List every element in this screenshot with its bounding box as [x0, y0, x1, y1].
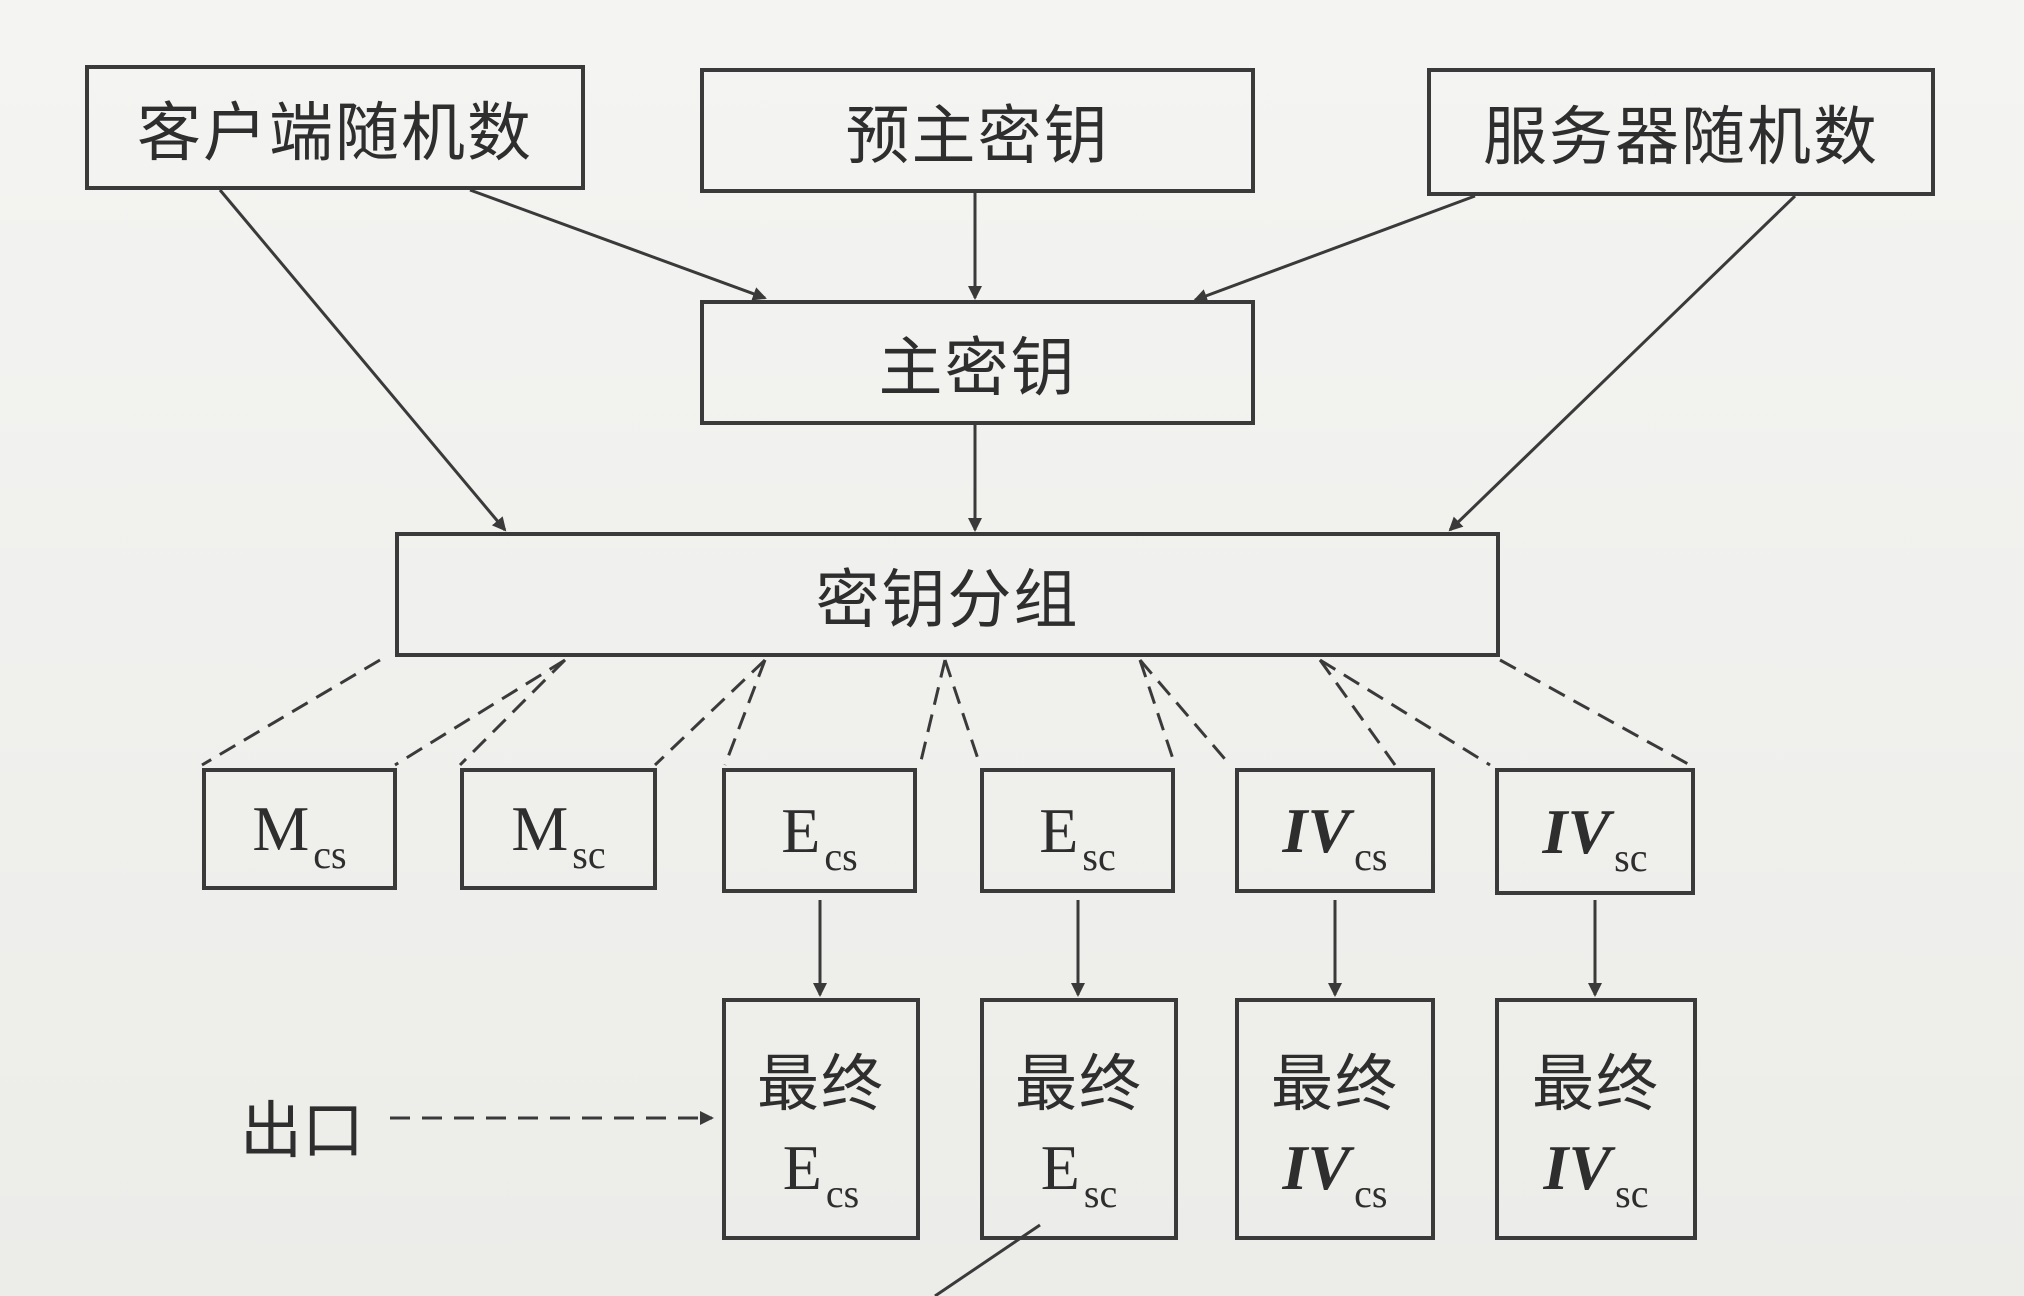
pre-master-key-label: 预主密钥 [845, 99, 1110, 174]
final-esc-label: 最终 [1014, 1047, 1143, 1120]
server-random-box: 服务器随机数 [1427, 68, 1935, 196]
server-random-label: 服务器随机数 [1483, 101, 1879, 175]
key-esc-main: E [1039, 794, 1079, 866]
key-block-label: 密钥分组 [815, 563, 1080, 638]
final-ivsc-label: 最终 [1531, 1047, 1660, 1120]
final-ivcs-sub: cs [1354, 1171, 1388, 1216]
final-ecs-sub: cs [825, 1171, 860, 1216]
final-ecs-label: 最终 [756, 1047, 885, 1120]
arrow-server-to-keyblock [1448, 194, 1797, 532]
key-mcs-sub: cs [313, 832, 347, 877]
key-ivcs-main: IV [1282, 794, 1351, 866]
final-esc-main: E [1040, 1132, 1080, 1203]
final-esc-sub: sc [1083, 1171, 1118, 1216]
key-mcs-main: M [252, 793, 310, 864]
key-block-box: 密钥分组 [395, 532, 1500, 657]
arrow-server-to-master [1193, 194, 1476, 303]
key-ecs-sub: cs [824, 833, 858, 879]
key-ivcs-sub: cs [1354, 833, 1388, 879]
arrow-client-to-keyblock [218, 189, 507, 532]
key-msc-main: M [511, 793, 569, 864]
client-random-box: 客户端随机数 [85, 65, 585, 190]
final-ivcs-label: 最终 [1270, 1047, 1399, 1120]
final-ivsc-main: IV [1543, 1132, 1612, 1203]
key-ivsc-main: IV [1542, 795, 1611, 867]
key-msc-sub: sc [572, 832, 606, 877]
arrow-client-to-master [469, 188, 767, 301]
final-ivcs-main: IV [1282, 1132, 1351, 1203]
key-ivsc-sub: sc [1614, 834, 1648, 880]
master-key-box: 主密钥 [700, 300, 1255, 425]
final-ecs-main: E [782, 1132, 822, 1203]
dashed-split-lines [201, 658, 1691, 767]
exit-label: 出口 [240, 1094, 365, 1167]
master-key-label: 主密钥 [878, 331, 1077, 406]
pre-master-key-box: 预主密钥 [700, 68, 1255, 193]
final-ivsc-sub: sc [1615, 1171, 1649, 1216]
client-random-label: 客户端随机数 [137, 96, 533, 171]
key-ecs-main: E [781, 794, 821, 866]
key-esc-sub: sc [1082, 833, 1116, 879]
